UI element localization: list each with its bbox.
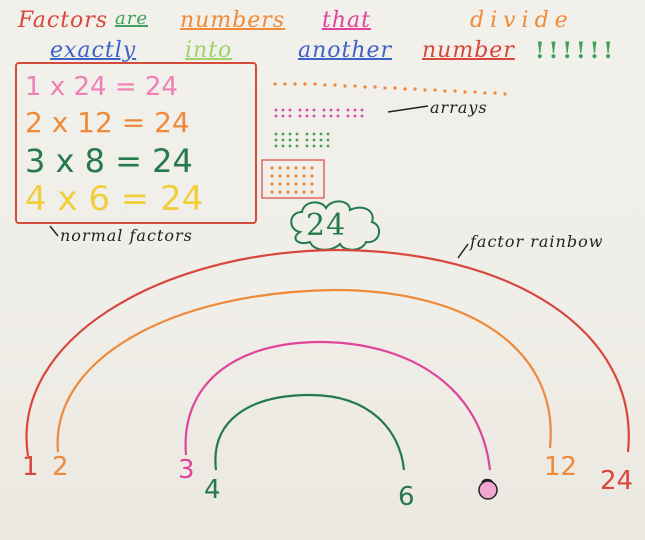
factor-rainbow-label: factor rainbow	[470, 232, 604, 251]
factor-rainbow-tick	[457, 243, 469, 259]
title-word-divide: divide	[470, 8, 574, 33]
factor-8-scribble	[478, 480, 498, 500]
arc-1-24	[25, 248, 630, 457]
title-word-factors: Factors	[18, 8, 109, 33]
equation-2x12: 2 x 12 = 24	[25, 106, 190, 139]
factor-24: 24	[600, 466, 634, 496]
title-word-into: into	[185, 38, 233, 63]
array-dots-pink	[274, 105, 429, 118]
title-word-number: number	[422, 38, 515, 63]
equation-4x6: 4 x 6 = 24	[25, 179, 204, 219]
array-dots-orange-box	[261, 159, 325, 199]
normal-factors-tick	[49, 225, 59, 237]
factor-12: 12	[544, 452, 578, 482]
equations-box: 1 x 24 = 24 2 x 12 = 24 3 x 8 = 24 4 x 6…	[15, 62, 257, 224]
array-dots-green	[274, 132, 330, 148]
arc-3-8	[184, 340, 492, 471]
title-word-another: another	[298, 38, 393, 63]
factor-2: 2	[52, 452, 69, 482]
cloud-outline	[290, 200, 381, 251]
arrays-label: arrays	[430, 98, 488, 117]
arc-4-6	[214, 393, 406, 471]
factor-3: 3	[178, 455, 195, 485]
equation-1x24: 1 x 24 = 24	[25, 72, 178, 102]
title-word-exactly: exactly	[50, 38, 137, 63]
array-dots-row	[273, 82, 507, 96]
title-word-numbers: numbers	[180, 8, 286, 33]
center-number-24: 24	[306, 208, 347, 243]
title-word-that: that	[322, 8, 371, 33]
equation-3x8: 3 x 8 = 24	[25, 142, 193, 180]
normal-factors-label: normal factors	[60, 226, 193, 245]
arc-2-12	[56, 288, 552, 453]
factor-6: 6	[398, 482, 415, 512]
factor-1: 1	[22, 452, 39, 482]
factor-4: 4	[204, 475, 221, 505]
title-word-are: are	[115, 8, 148, 29]
title-exclamations: !!!!!!	[535, 38, 617, 64]
